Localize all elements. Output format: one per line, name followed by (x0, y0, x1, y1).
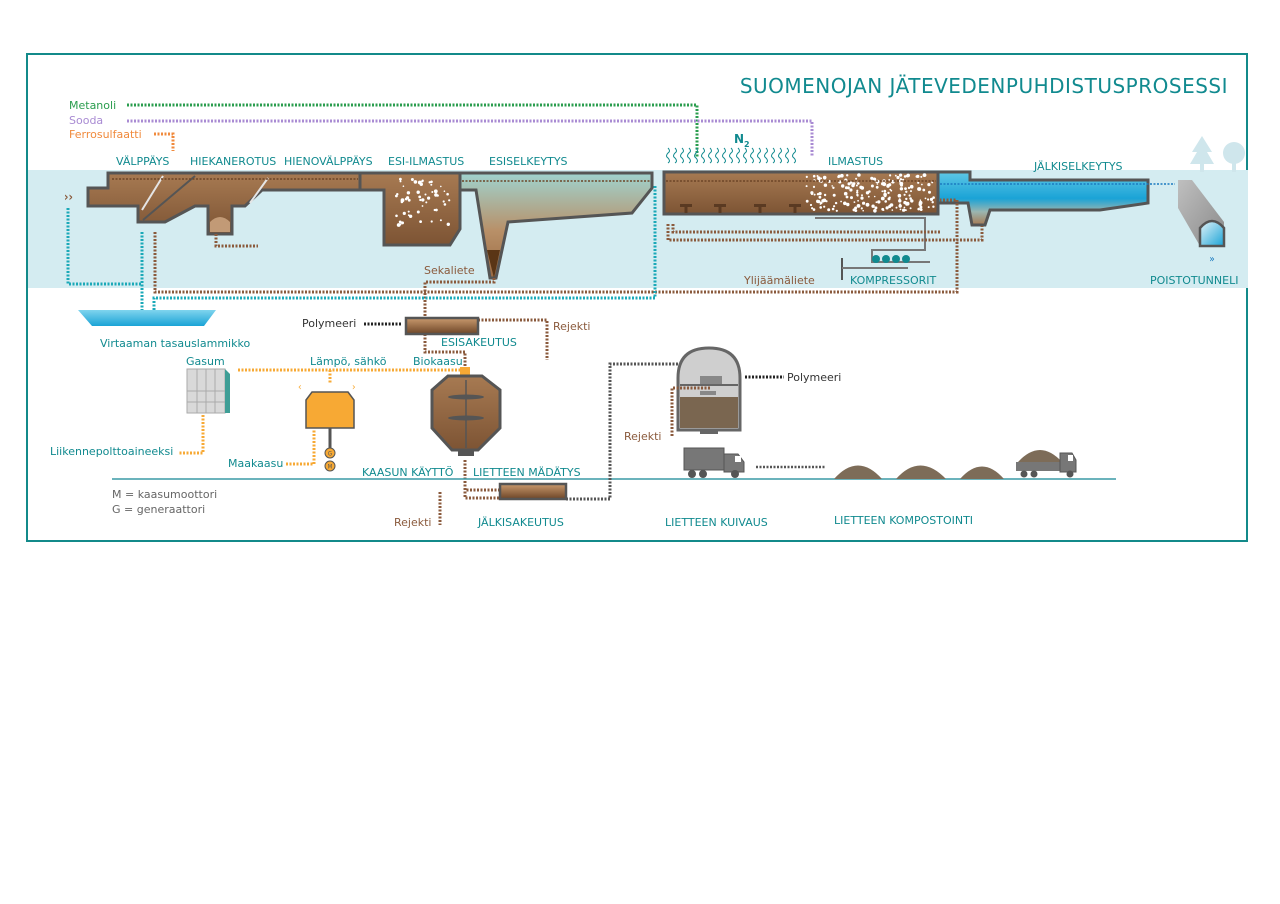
screening-grit-channel (86, 171, 362, 236)
compost-truck-icon (1016, 450, 1077, 478)
outlet-tunnel: » (1178, 180, 1226, 265)
label-ylijaamaliete: Ylijäämäliete (743, 274, 815, 287)
label-polymeeri-2: Polymeeri (787, 371, 841, 384)
label-biokaasu: Biokaasu (413, 355, 463, 368)
label-n2: N2 (734, 132, 750, 149)
gas-station-icon (186, 368, 230, 414)
sludge-drier (670, 346, 784, 436)
tree-icon (1190, 136, 1245, 172)
primary-clarifier (458, 171, 654, 280)
label-rejekti-1: Rejekti (553, 320, 590, 333)
label-virtaaman: Virtaaman tasauslammikko (100, 337, 250, 350)
label-ferrosulfaatti: Ferrosulfaatti (69, 128, 142, 141)
label-metanoli: Metanoli (69, 99, 116, 112)
sludge-pipes (153, 198, 984, 525)
label-kompressorit: KOMPRESSORIT (850, 274, 936, 287)
pre-aeration-tank (358, 171, 462, 247)
label-jalkiselkeytys: JÄLKISELKEYTYS (1033, 160, 1123, 173)
label-lietteen-madatys: LIETTEEN MÄDÄTYS (473, 466, 581, 479)
label-hiekanerotus: HIEKANEROTUS (190, 155, 276, 168)
label-rejekti-3: Rejekti (624, 430, 661, 443)
label-liikennepolttoaineeksi: Liikennepolttoaineeksi (50, 445, 173, 458)
label-kaasun-kaytto: KAASUN KÄYTTÖ (362, 466, 454, 479)
svg-text:»: » (1209, 254, 1215, 265)
sooda-pipe (127, 119, 814, 157)
label-valppays: VÄLPPÄYS (116, 155, 169, 168)
label-esi-ilmastus: ESI-ILMASTUS (388, 155, 464, 168)
label-hienovalppays: HIENOVÄLPPÄYS (284, 155, 373, 168)
nitrogen-release-icon (666, 147, 796, 164)
label-lietteen-kompostointi: LIETTEEN KOMPOSTOINTI (834, 514, 973, 527)
bypass-pipes (66, 186, 657, 310)
post-thickener (498, 482, 568, 501)
label-esiselkeytys: ESISELKEYTYS (489, 155, 568, 168)
digester-tank (430, 367, 502, 456)
label-lietteen-kuivaus: LIETTEEN KUIVAUS (665, 516, 768, 529)
gas-pipes (178, 368, 460, 466)
secondary-clarifier (936, 170, 1175, 227)
inlet-arrow-icon: ›› (64, 190, 73, 204)
label-poistotunneli: POISTOTUNNELI (1150, 274, 1238, 287)
label-ilmastus: ILMASTUS (828, 155, 883, 168)
label-polymeeri-1: Polymeeri (302, 317, 356, 330)
gas-engine-icon: G M ‹ › (298, 382, 356, 472)
label-gasum: Gasum (186, 355, 225, 368)
aeration-basin (662, 170, 940, 216)
label-lampo-sahko: Lämpö, sähkö (310, 355, 387, 368)
label-rejekti-2: Rejekti (394, 516, 431, 529)
label-jalkisakeutus: JÄLKISAKEUTUS (477, 516, 564, 529)
page-title: SUOMENOJAN JÄTEVEDENPUHDISTUSPROSESSI (740, 74, 1228, 98)
equalization-pond (78, 310, 216, 326)
pre-thickener (404, 316, 480, 336)
ferrosulfaatti-pipe (154, 132, 175, 151)
label-maakaasu: Maakaasu (228, 457, 283, 470)
legend-g: G = generaattori (112, 503, 205, 516)
svg-text:M: M (328, 464, 333, 471)
svg-text:›: › (352, 382, 356, 393)
svg-text:‹: ‹ (298, 382, 302, 393)
truck-icon (683, 447, 745, 478)
compost-pile-icon (834, 465, 1004, 479)
label-esisakeutus: ESISAKEUTUS (441, 336, 517, 349)
svg-text:G: G (328, 451, 332, 458)
legend-m: M = kaasumoottori (112, 488, 217, 501)
metanoli-pipe (127, 103, 699, 158)
label-sekaliete: Sekaliete (424, 264, 475, 277)
compressor-unit (815, 217, 930, 280)
label-sooda: Sooda (69, 114, 103, 127)
